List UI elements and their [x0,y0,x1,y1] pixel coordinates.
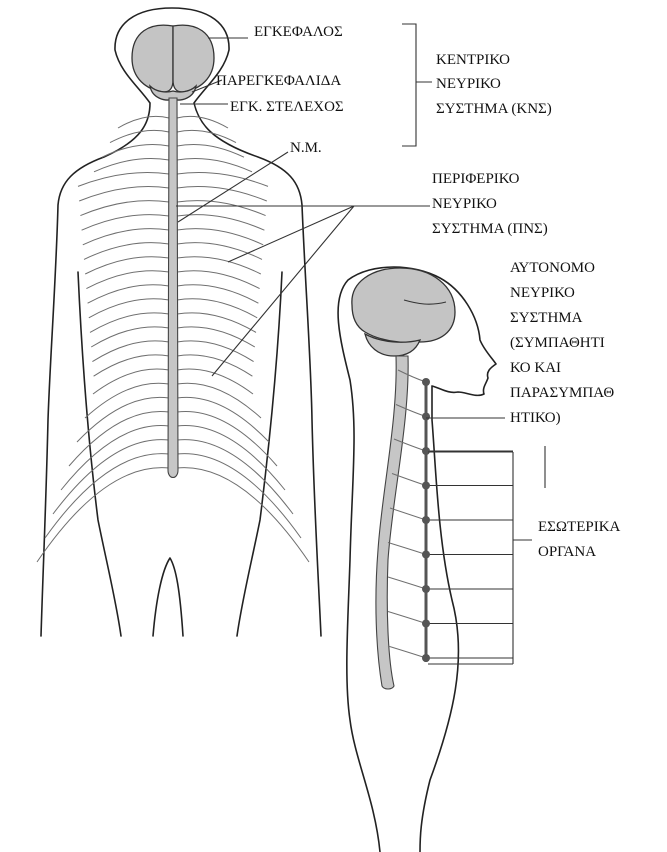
autonomic-chain [388,370,513,662]
ganglion-node [422,516,430,524]
side-brain [352,268,455,343]
spinal-nerve-right [177,158,252,171]
ganglion-connector [388,577,426,589]
spinal-nerve-right [177,468,309,562]
spinal-nerve-left [102,144,169,157]
spinal-nerve-right [177,454,301,538]
cns-label-line-3: ΣΥΣΤΗΜΑ (ΚΝΣ) [436,101,552,117]
cns-label-line-2: ΝΕΥΡΙΚΟ [436,76,501,92]
spinal-cord-label: Ν.Μ. [290,140,322,156]
ganglion-connector [388,646,426,658]
spinal-nerve-left [85,257,169,274]
ganglion-node [422,585,430,593]
spinal-nerve-left [53,440,169,514]
ganglion-node [422,551,430,559]
ganglion-connector [388,612,426,624]
pns-label-line-2: ΝΕΥΡΙΚΟ [432,196,497,212]
spinal-nerve-left [110,130,169,142]
organs-label-line-2: ΟΡΓΑΝΑ [538,544,596,560]
spinal-nerve-left [89,299,169,318]
spinal-nerve-right [177,313,256,333]
ganglion-node [422,654,430,662]
organs-bracket [428,452,513,664]
ans-label-line-4: (ΣΥΜΠΑΘΗΤΙ [510,335,605,351]
spinal-nerve-right [177,271,260,289]
pns-label-line-3: ΣΥΣΤΗΜΑ (ΠΝΣ) [432,221,548,237]
spinal-nerve-left [90,313,169,333]
spinal-nerve-right [177,299,257,318]
spinal-nerve-right [177,411,277,466]
ganglion-node [422,378,430,386]
spinal-nerve-right [177,215,264,231]
front-spinal-cord [168,98,178,478]
ans-label-line-6: ΠΑΡΑΣΥΜΠΑΘ [510,385,614,401]
spinal-nerve-left [78,173,169,187]
spinal-nerve-left [61,426,169,490]
spinal-nerve-left [85,383,169,418]
ans-label-line-3: ΣΥΣΤΗΜΑ [510,310,583,326]
cns-bracket [402,24,432,146]
spinal-nerve-right [177,285,258,303]
brain-label: ΕΓΚΕΦΑΛΟΣ [254,24,343,40]
ganglion-node [422,482,430,490]
side-body-figure [338,267,513,852]
ans-label-line-5: ΚΟ ΚΑΙ [510,360,561,376]
spinal-nerve-left [82,215,169,231]
spinal-nerve-left [79,187,169,201]
spinal-nerve-left [69,411,169,466]
ganglion-connector [388,543,426,555]
side-body-outline [338,267,496,852]
spinal-nerve-left [80,201,169,216]
spinal-nerve-right [177,257,261,274]
ganglion-connector [390,508,426,520]
organs-label-line-1: ΕΣΩΤΕΡΙΚΑ [538,519,621,535]
side-spinal-cord [376,356,408,689]
spinal-nerve-right [177,440,293,514]
ans-label-line-1: ΑΥΤΟΝΟΜΟ [510,260,595,276]
ans-label-line-7: ΗΤΙΚΟ) [510,410,561,426]
spinal-nerve-left [86,271,169,289]
front-brain-right-hemisphere [173,25,214,92]
spinal-nerve-right [177,383,261,418]
spinal-nerve-right [177,201,266,216]
spinal-nerve-left [93,369,169,394]
cns-label-line-1: ΚΕΝΤΡΙΚΟ [436,52,510,68]
leg-outline [153,558,183,636]
spinal-nerve-left [37,468,169,562]
ganglion-node [422,447,430,455]
spinal-nerve-right [177,426,285,490]
brainstem-label: ΕΓΚ. ΣΤΕΛΕΧΟΣ [230,99,344,115]
spinal-nerve-right [177,173,268,187]
ganglion-node [422,413,430,421]
right-arm-inner-outline [237,272,282,636]
spinal-nerve-left [45,454,169,538]
spinal-nerve-right [177,130,236,142]
leader-lines [176,24,545,664]
ans-label-line-2: ΝΕΥΡΙΚΟ [510,285,575,301]
cerebellum-label: ΠΑΡΕΓΚΕΦΑΛΙΔΑ [216,73,341,89]
spinal-nerve-left [88,285,169,303]
front-brain-left-hemisphere [132,25,173,92]
pns-label-line-1: ΠΕΡΙΦΕΡΙΚΟ [432,171,520,187]
spinal-nerve-left [94,158,169,171]
ganglion-node [422,620,430,628]
